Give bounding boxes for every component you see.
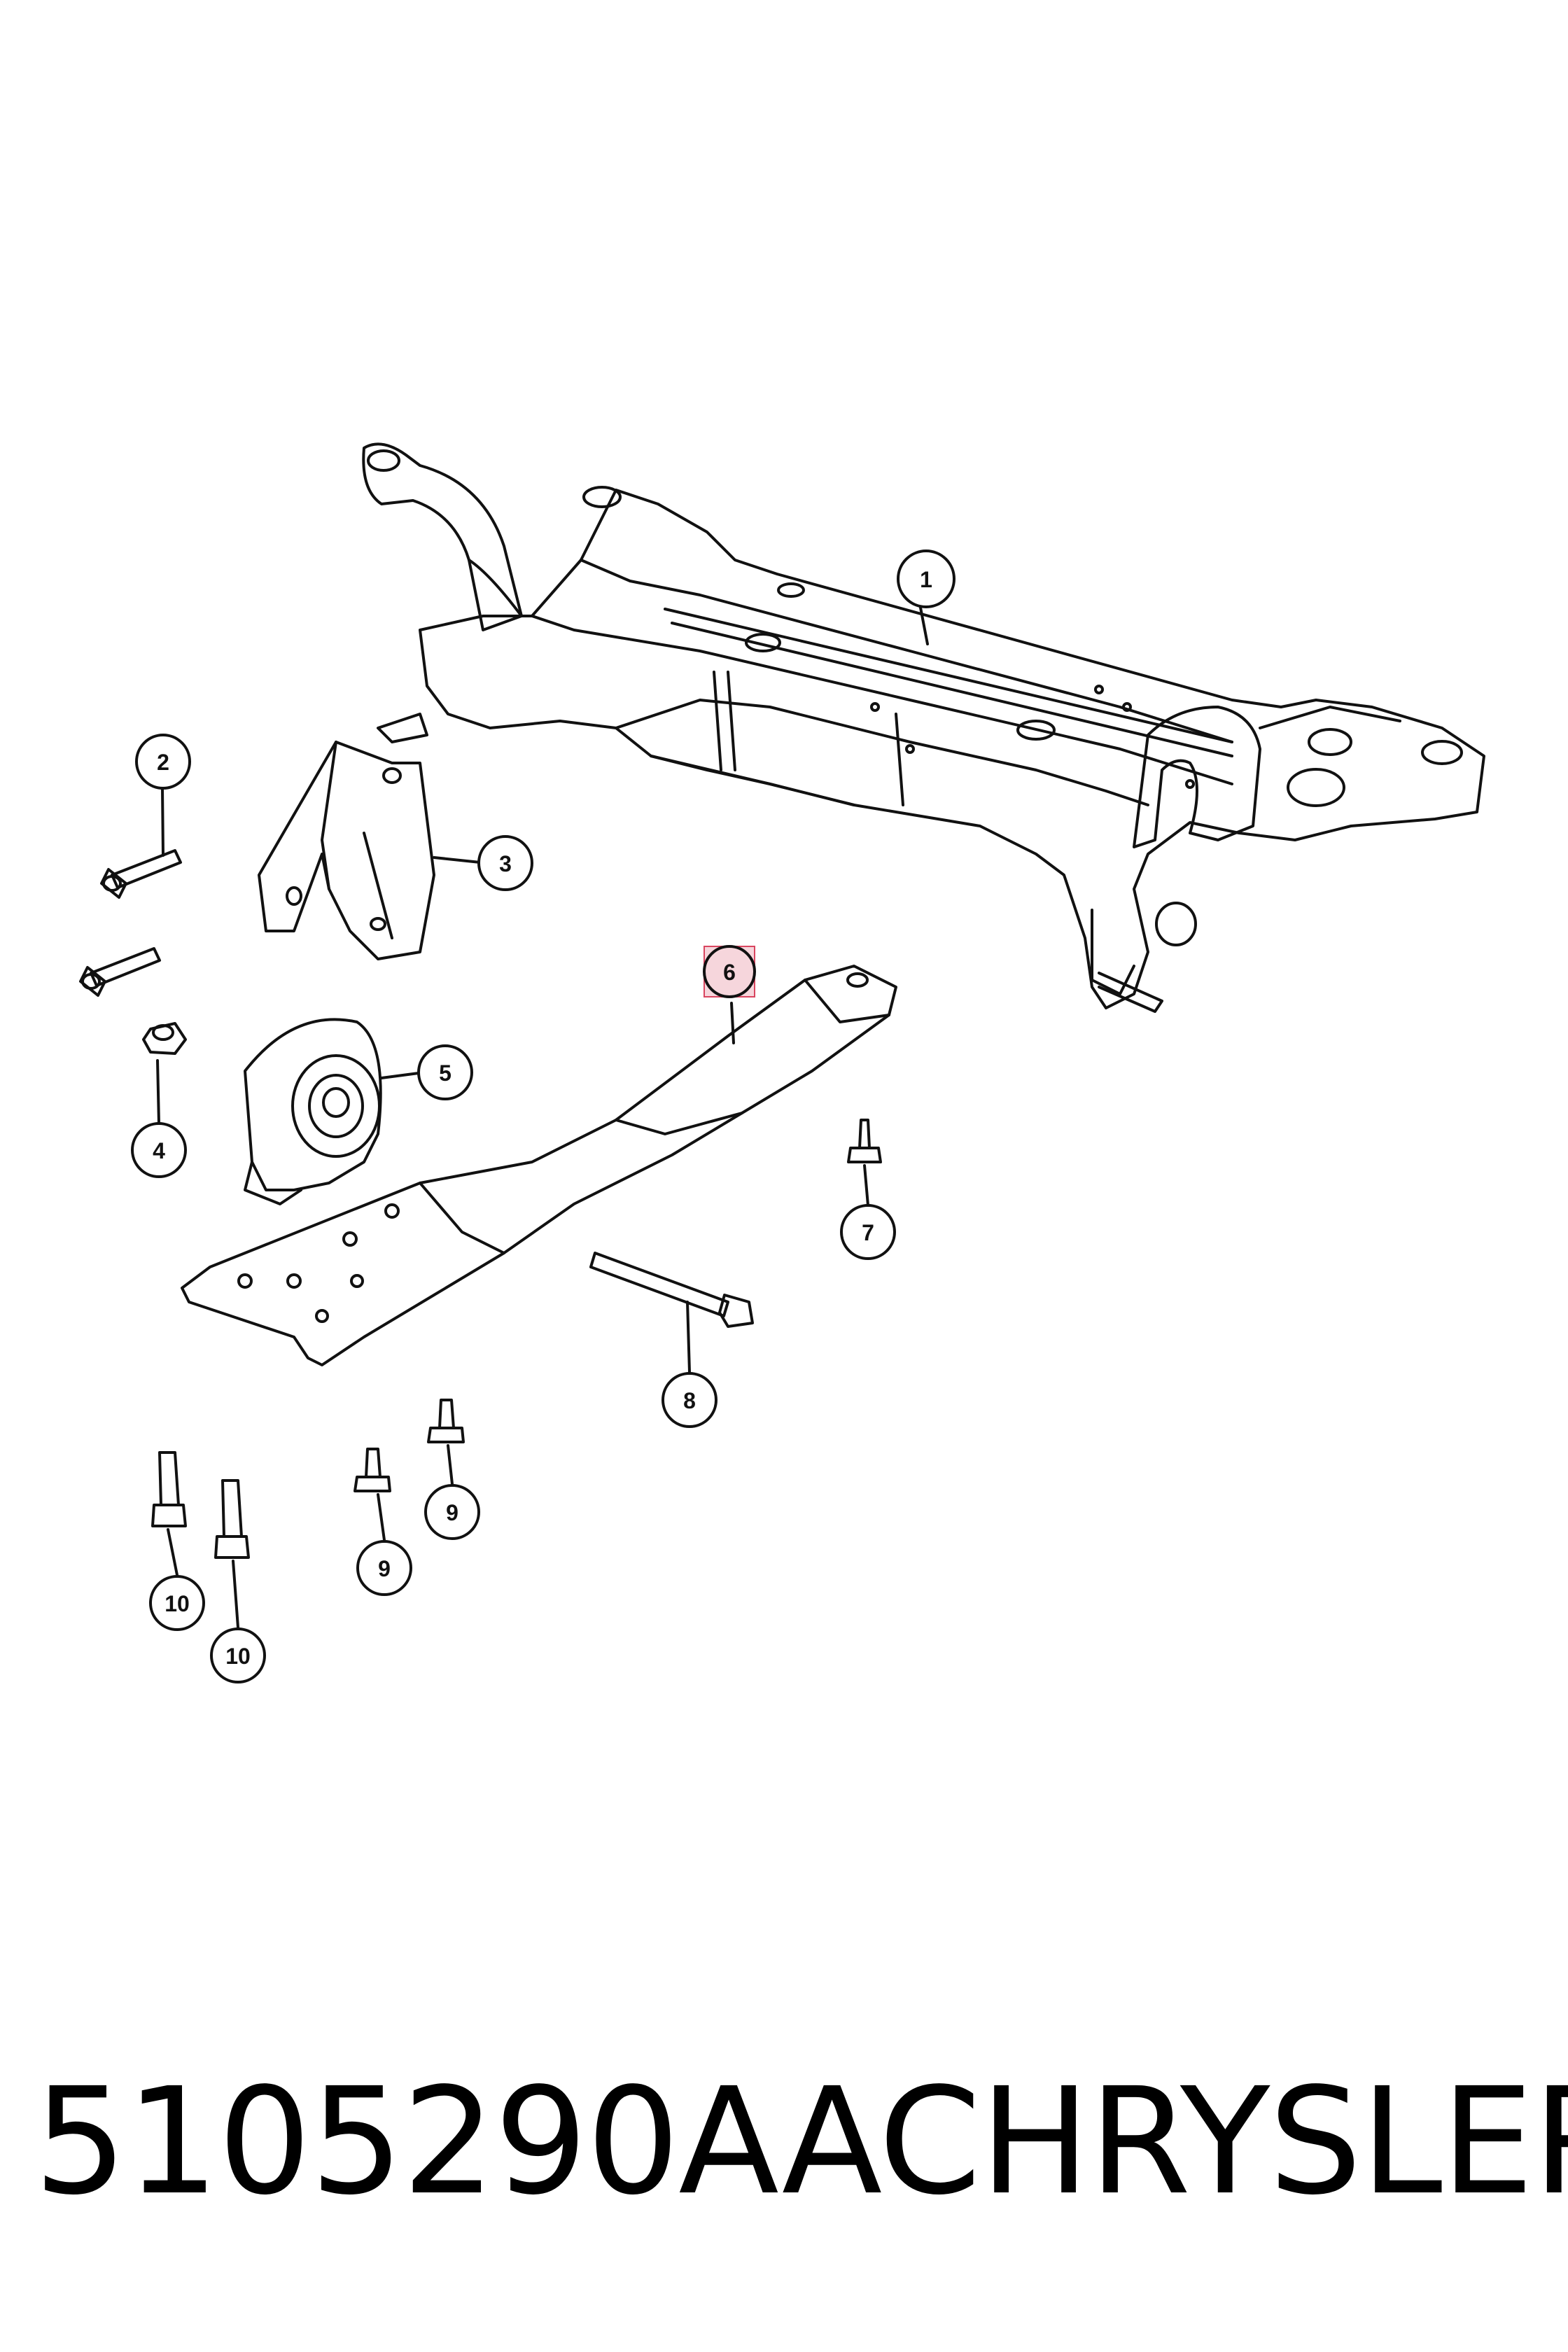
svg-text:8: 8: [683, 1388, 696, 1413]
nut-4-drawing: [142, 1022, 187, 1055]
svg-text:9: 9: [446, 1500, 458, 1525]
callout-4: 4: [131, 1122, 187, 1178]
bolt-10a-drawing: [151, 1451, 187, 1527]
stud-9b-drawing: [354, 1448, 391, 1492]
part-number: 5105290AA: [34, 2056, 882, 2227]
svg-text:5: 5: [439, 1060, 451, 1086]
svg-text:4: 4: [153, 1138, 165, 1163]
mount-bracket-drawing: [258, 741, 435, 960]
crossmember-drawing: [362, 442, 1485, 1013]
bolt-10b-drawing: [214, 1479, 250, 1559]
callout-10a: 10: [149, 1575, 205, 1631]
callout-3: 3: [477, 835, 533, 891]
bolt-2b-drawing: [79, 947, 161, 997]
long-bolt-8-drawing: [589, 1252, 754, 1328]
transmission-crossmember-drawing: [181, 965, 897, 1366]
callout-6-highlighted[interactable]: 6: [703, 945, 756, 998]
callout-1: 1: [897, 550, 955, 608]
svg-text:7: 7: [862, 1220, 874, 1245]
svg-text:1: 1: [920, 567, 932, 592]
callout-8: 8: [662, 1372, 718, 1428]
callout-5: 5: [417, 1044, 473, 1100]
footer: 5105290AA CHRYSLER: [0, 2051, 1568, 2233]
callout-10b: 10: [210, 1628, 266, 1684]
bolt-2-drawing: [100, 849, 182, 899]
svg-text:2: 2: [157, 750, 169, 775]
engine-mount-drawing: [244, 1018, 382, 1205]
svg-text:6: 6: [723, 960, 736, 985]
svg-text:10: 10: [164, 1591, 190, 1616]
callout-9a: 9: [424, 1484, 480, 1540]
callout-9b: 9: [356, 1540, 412, 1596]
svg-text:3: 3: [499, 851, 512, 876]
stud-9a-drawing: [427, 1399, 465, 1443]
callout-7: 7: [840, 1204, 896, 1260]
svg-text:10: 10: [225, 1644, 251, 1669]
brand-name: CHRYSLER: [878, 2056, 1568, 2227]
callout-2: 2: [135, 734, 191, 790]
stud-7-drawing: [847, 1119, 882, 1163]
svg-text:9: 9: [378, 1556, 391, 1581]
